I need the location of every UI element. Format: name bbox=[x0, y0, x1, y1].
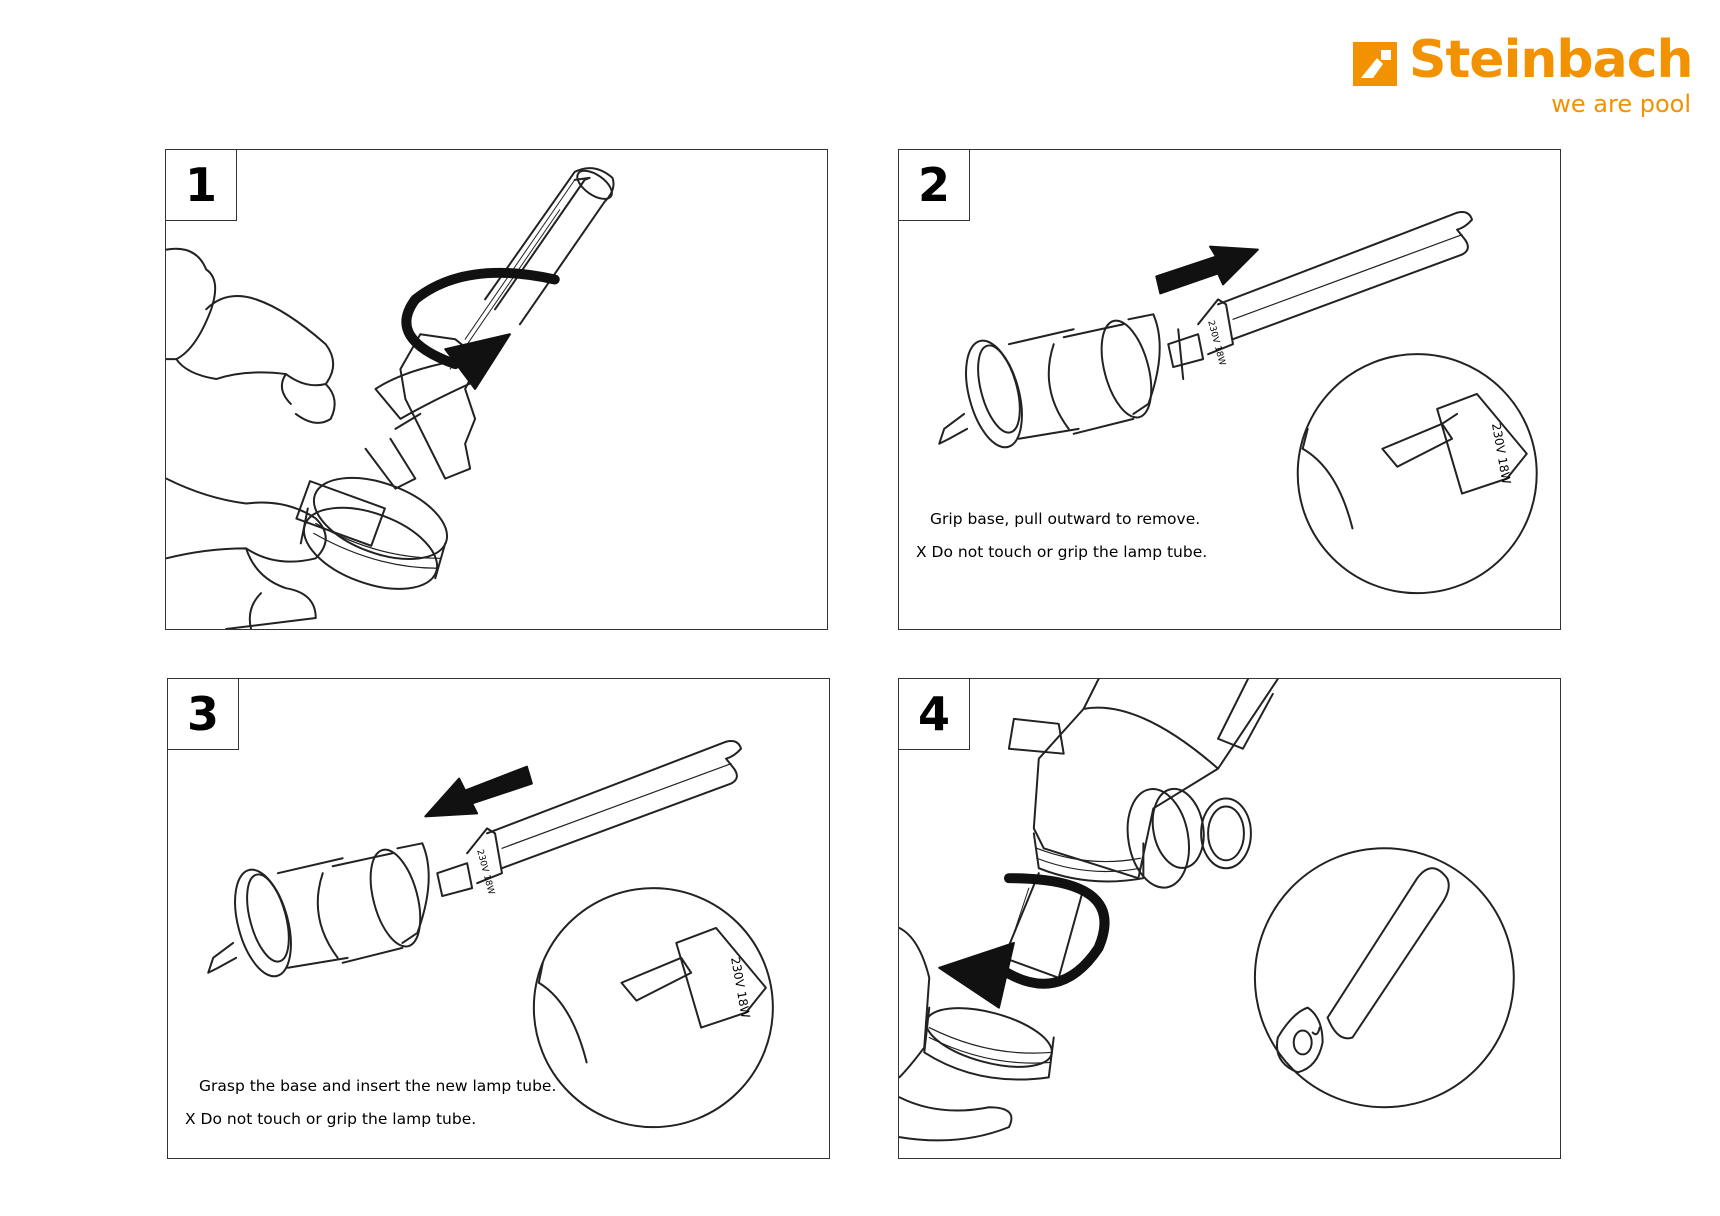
zoom-lamp-label: 230V 18W bbox=[728, 956, 753, 1019]
step-number: 4 bbox=[899, 679, 970, 750]
step-number: 3 bbox=[168, 679, 239, 750]
lamp-label: 230V 18W bbox=[1205, 319, 1227, 366]
step-2-caption-1: Grip base, pull outward to remove. bbox=[930, 510, 1201, 528]
step-3-caption-2: X Do not touch or grip the lamp tube. bbox=[185, 1110, 477, 1128]
step-1-panel: 1 bbox=[165, 149, 828, 630]
lamp-label: 230V 18W bbox=[474, 848, 496, 895]
step-number: 1 bbox=[166, 150, 237, 221]
step-3-caption-1: Grasp the base and insert the new lamp t… bbox=[199, 1077, 557, 1095]
steinbach-logo-mark-icon bbox=[1353, 42, 1397, 86]
rotate-unscrew-housing-illustration bbox=[166, 167, 615, 629]
pull-out-lamp-illustration: 230V 18W 230V 18W bbox=[938, 211, 1538, 595]
step-2-caption-2: X Do not touch or grip the lamp tube. bbox=[916, 543, 1208, 561]
brand-tagline: we are pool bbox=[1551, 90, 1691, 118]
screw-on-housing-illustration bbox=[899, 679, 1515, 1142]
step-number: 2 bbox=[899, 150, 970, 221]
zoom-lamp-label: 230V 18W bbox=[1489, 422, 1514, 485]
step-4-panel: 4 bbox=[898, 678, 1561, 1159]
brand-name: Steinbach bbox=[1409, 30, 1694, 90]
step-2-panel: 2 230V 18W 230V 18W Grip base, pull outw… bbox=[898, 149, 1561, 630]
brand-logo: Steinbach we are pool bbox=[1353, 30, 1694, 126]
step-3-panel: 3 230V 18W 230V 18W Grasp the base and i… bbox=[167, 678, 830, 1159]
insert-new-lamp-illustration: 230V 18W 230V 18W bbox=[207, 740, 774, 1129]
